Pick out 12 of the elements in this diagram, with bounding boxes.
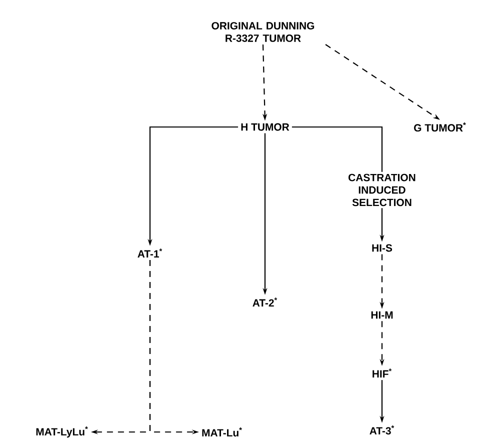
edge-label: CASTRATION INDUCED SELECTION	[340, 172, 424, 208]
node-label: MAT-Lu$^{*}$	[202, 427, 242, 437]
node-label: MAT-LyLu$^{*}$	[36, 426, 88, 438]
node-label: HIF$^{*}$	[372, 368, 392, 378]
node-label: ORIGINAL DUNNING R-3327 TUMOR	[212, 22, 314, 42]
node-label: G TUMOR$^{*}$	[414, 122, 466, 132]
node-label: H TUMOR	[241, 123, 290, 131]
node-label: AT-1$^{*}$	[138, 248, 162, 258]
node-label: AT-2$^{*}$	[252, 297, 278, 306]
node-label: HI-S	[372, 244, 392, 252]
node-label: HI-M	[371, 311, 393, 319]
node-label: AT-3$^{*}$	[370, 425, 394, 435]
